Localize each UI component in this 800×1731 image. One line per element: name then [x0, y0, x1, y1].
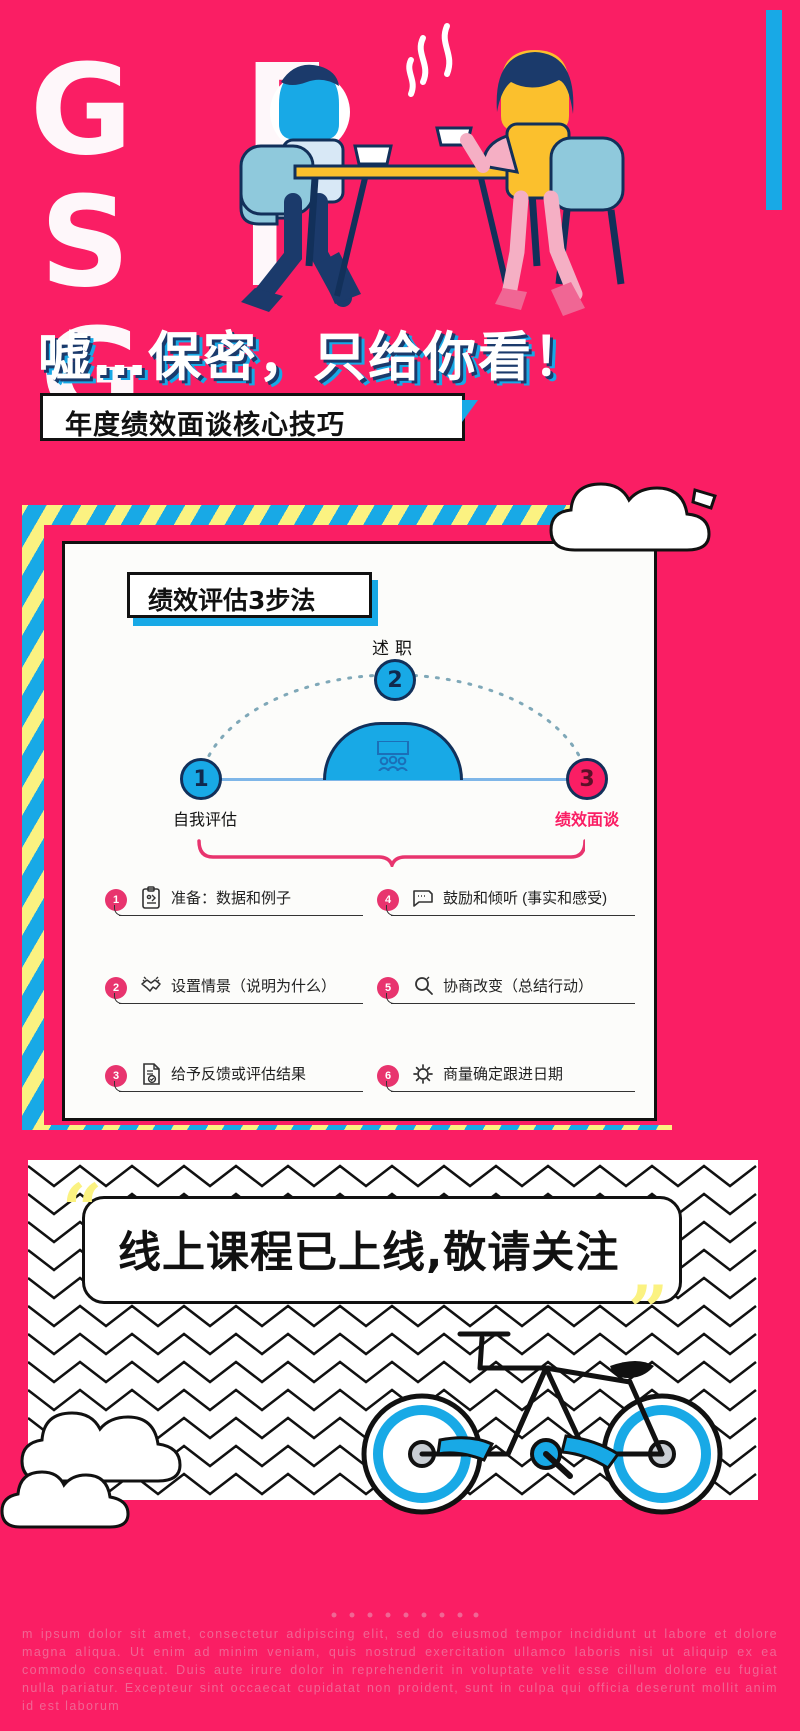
footer-text: m ipsum dolor sit amet, consectetur adip…	[22, 1627, 778, 1713]
decorative-blue-bar	[766, 10, 782, 210]
cloud-icon	[20, 1411, 182, 1483]
main-card-zone: 绩效评估3步法 述职	[22, 505, 672, 1130]
cta-section: “ ” 线上课程已上线,敬请关注	[0, 1100, 800, 1540]
list-item-rule	[119, 915, 363, 916]
card-title-text: 绩效评估3步法	[148, 586, 316, 615]
list-item-rule	[391, 1003, 635, 1004]
node-3-number: 3	[579, 766, 595, 792]
bicycle-illustration	[361, 1331, 723, 1515]
six-step-list: 1 准备：数据和例子 2	[105, 879, 635, 1109]
diagram-node-3[interactable]: 3	[566, 758, 608, 800]
subtitle-text: 年度绩效面谈核心技巧	[65, 410, 345, 441]
list-item-rule	[391, 1091, 635, 1092]
list-item-rule	[119, 1003, 363, 1004]
diagram-node-1[interactable]: 1	[180, 758, 222, 800]
decorative-dots	[331, 1612, 479, 1618]
diagram-node-2[interactable]: 2	[374, 659, 416, 701]
card-title-banner: 绩效评估3步法	[127, 572, 372, 618]
gear-icon	[413, 1064, 433, 1084]
subtitle-banner: 年度绩效面谈核心技巧	[40, 393, 478, 441]
clipboard-icon	[142, 886, 160, 909]
list-item-rule	[119, 1091, 363, 1092]
list-item-text: 准备：数据和例子	[171, 890, 292, 907]
curly-brace	[197, 839, 585, 867]
cta-box	[82, 1196, 682, 1304]
group-people-icon	[377, 741, 409, 771]
headline-wrap: 嘘…保密，只给你看！	[0, 315, 800, 390]
page-title: 嘘…保密，只给你看！	[38, 327, 588, 388]
diagram-label-left: 自我评估	[172, 812, 237, 829]
quote-close-mark: ”	[628, 1270, 669, 1353]
diagram-top-label: 述职	[372, 639, 418, 658]
list-item-text: 商量确定跟进日期	[443, 1066, 564, 1083]
list-item-text: 鼓励和倾听 (事实和感受)	[443, 890, 608, 907]
cloud-icon	[549, 482, 717, 552]
list-item[interactable]: 3 给予反馈或评估结果	[105, 1055, 363, 1099]
document-check-icon	[143, 1063, 160, 1085]
node-1-number: 1	[193, 766, 209, 792]
cta-text: 线上课程已上线,敬请关注	[118, 1228, 620, 1278]
handshake-icon	[141, 976, 161, 992]
quote-open-mark: “	[62, 1168, 103, 1251]
list-item[interactable]: 6 商量确定跟进日期	[377, 1055, 635, 1099]
list-item[interactable]: 1 准备：数据和例子	[105, 879, 363, 923]
magnifier-icon	[415, 976, 433, 995]
card-white-panel: 绩效评估3步法 述职	[62, 541, 657, 1121]
diagram-label-right: 绩效面谈	[554, 812, 619, 829]
people-at-table-illustration	[239, 23, 625, 316]
cloud-icon	[0, 1470, 130, 1529]
list-item-rule	[391, 915, 635, 916]
list-item-text: 设置情景（说明为什么）	[171, 978, 337, 995]
three-step-diagram: 述职 1	[125, 634, 665, 834]
speech-bubble-icon	[413, 890, 433, 907]
node-2-number: 2	[387, 667, 403, 693]
hero-section: G E S I G	[0, 0, 800, 500]
list-item-text: 协商改变（总结行动）	[443, 978, 594, 995]
list-item[interactable]: 2 设置情景（说明为什么）	[105, 967, 363, 1011]
list-item-text: 给予反馈或评估结果	[171, 1066, 307, 1083]
list-item[interactable]: 4 鼓励和倾听 (事实和感受)	[377, 879, 635, 923]
list-item[interactable]: 5 协商改变（总结行动）	[377, 967, 635, 1011]
